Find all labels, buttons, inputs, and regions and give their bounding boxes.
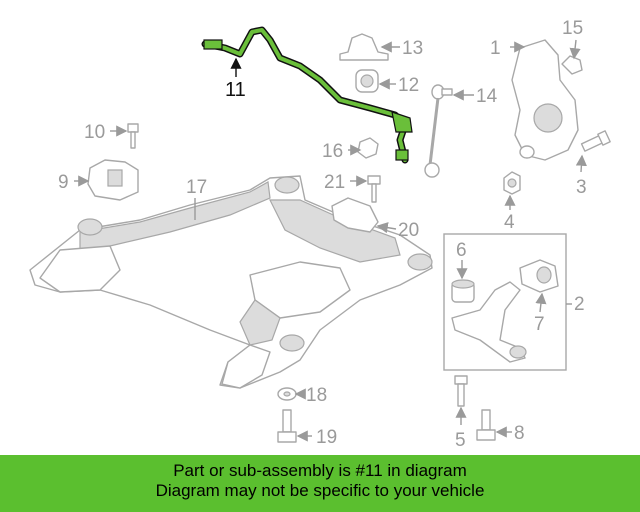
bolt-8 (476, 409, 496, 441)
bolt-5 (454, 375, 468, 407)
callout-3: 3 (576, 177, 587, 198)
callout-18: 18 (306, 385, 327, 406)
stabilizer-bar[interactable] (201, 26, 413, 164)
callout-4: 4 (504, 212, 515, 233)
callout-labels: 1 2 3 4 5 6 7 8 9 10 11 12 13 14 15 16 1… (58, 18, 587, 451)
callout-8: 8 (514, 423, 525, 444)
callout-10: 10 (84, 122, 105, 143)
callout-7: 7 (534, 314, 545, 335)
callout-17: 17 (186, 177, 207, 198)
bracket-20 (331, 197, 379, 233)
callout-21: 21 (324, 172, 345, 193)
bushing (503, 171, 521, 195)
parts-diagram: 1 2 3 4 5 6 7 8 9 10 11 12 13 14 15 16 1… (29, 18, 611, 451)
banner-line-part: Part or sub-assembly is #11 in diagram (173, 461, 467, 480)
stabilizer-bushing (355, 69, 379, 93)
callout-12: 12 (398, 75, 419, 96)
subframe (29, 175, 433, 389)
callout-13: 13 (402, 38, 423, 59)
callout-16: 16 (322, 141, 343, 162)
callout-14: 14 (476, 86, 498, 107)
stabilizer-bracket (339, 33, 389, 61)
callout-9: 9 (58, 172, 69, 193)
steering-knuckle (511, 39, 579, 161)
callout-19: 19 (316, 427, 337, 448)
cap-nut (561, 55, 583, 75)
mount-bolt (127, 123, 139, 149)
bolt-16 (357, 137, 379, 159)
knuckle-bolt (580, 130, 611, 152)
part-info-banner: Part or sub-assembly is #11 in diagram D… (0, 455, 640, 512)
leader-lines (74, 39, 587, 442)
engine-mount (87, 159, 139, 201)
stabilizer-link (424, 84, 453, 178)
washer-18 (277, 387, 297, 401)
callout-1: 1 (490, 38, 501, 59)
callout-15: 15 (562, 18, 583, 39)
callout-5: 5 (455, 430, 466, 451)
bolt-19 (277, 409, 297, 443)
control-arm-assembly (443, 233, 567, 371)
bolt-21 (367, 175, 381, 203)
banner-line-disclaimer: Diagram may not be specific to your vehi… (155, 481, 485, 500)
callout-20: 20 (398, 220, 419, 241)
callout-2: 2 (574, 294, 585, 315)
callout-11: 11 (225, 79, 246, 101)
callout-6: 6 (456, 240, 467, 261)
